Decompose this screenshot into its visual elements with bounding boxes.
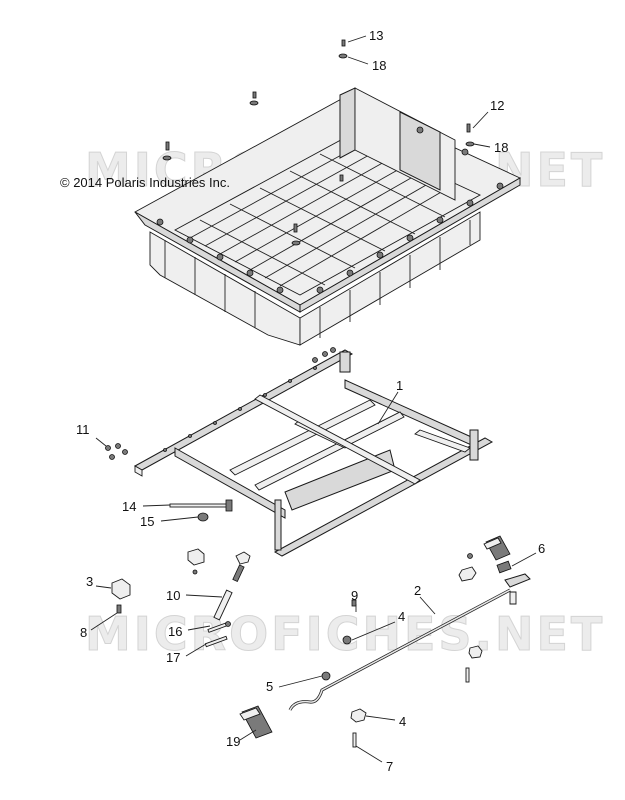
callout-1: 1 xyxy=(396,378,403,393)
small-parts-right xyxy=(321,553,483,748)
strut-10 xyxy=(213,564,245,621)
bumper-3 xyxy=(111,578,131,600)
callout-18: 18 xyxy=(372,58,386,73)
callout-9: 9 xyxy=(351,588,358,603)
copyright-notice: © 2014 Polaris Industries Inc. xyxy=(60,175,230,190)
callout-4: 4 xyxy=(399,714,406,729)
frame-bushing-parts xyxy=(187,548,251,575)
callout-5: 5 xyxy=(266,679,273,694)
callout-15: 15 xyxy=(140,514,154,529)
bolts-11 xyxy=(105,347,336,460)
callout-3: 3 xyxy=(86,574,93,589)
callout-13: 13 xyxy=(369,28,383,43)
pin-16-17 xyxy=(204,621,231,648)
grip-19-top xyxy=(483,535,511,561)
box-fasteners xyxy=(162,39,475,246)
callout-18: 18 xyxy=(494,140,508,155)
nut-15 xyxy=(197,512,209,522)
callout-11: 11 xyxy=(76,422,90,437)
callout-10: 10 xyxy=(166,588,180,603)
handle-6 xyxy=(496,560,512,574)
cargo-box xyxy=(134,87,521,346)
long-bolt-14 xyxy=(169,499,233,512)
watermark-bottom: MICROFICHES.NET xyxy=(85,607,605,661)
callout-4: 4 xyxy=(398,609,405,624)
callout-16: 16 xyxy=(168,624,182,639)
callout-19: 19 xyxy=(226,734,240,749)
callout-6: 6 xyxy=(538,541,545,556)
latch-rod-2 xyxy=(288,573,531,711)
screw-8 xyxy=(116,604,122,614)
callout-14: 14 xyxy=(122,499,136,514)
callout-17: 17 xyxy=(166,650,180,665)
callout-12: 12 xyxy=(490,98,504,113)
callout-7: 7 xyxy=(386,759,393,774)
leader-lines xyxy=(90,35,537,763)
grip-19 xyxy=(239,705,273,739)
callout-2: 2 xyxy=(414,583,421,598)
subframe xyxy=(133,349,494,557)
callout-8: 8 xyxy=(80,625,87,640)
